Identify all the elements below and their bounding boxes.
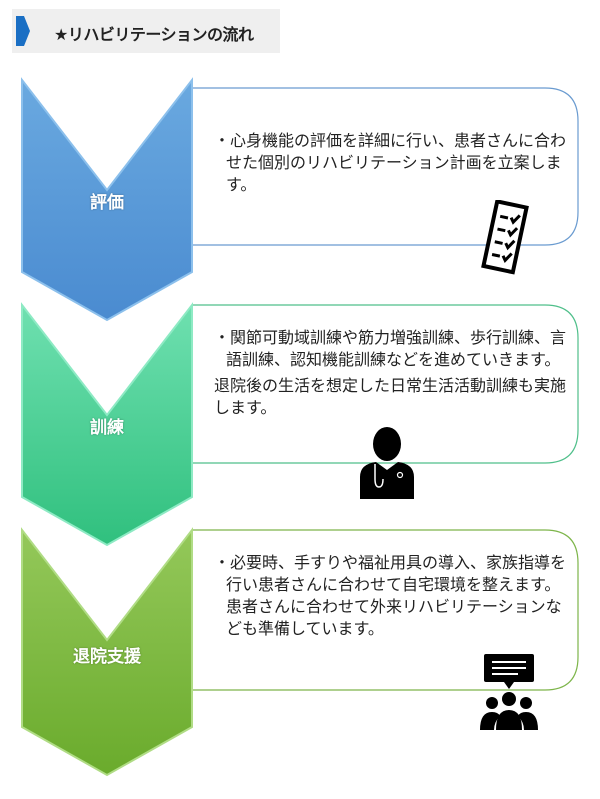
chevron-step-1 [21, 77, 193, 322]
step-description-2: ・関節可動域訓練や筋力増強訓練、歩行訓練、言語訓練、認知機能訓練などを進めていき… [192, 327, 578, 447]
description-text: ・関節可動域訓練や筋力増強訓練、歩行訓練、言語訓練、認知機能訓練などを進めていき… [214, 328, 567, 369]
family-consultation-icon [480, 654, 538, 730]
header-marker-icon [16, 16, 30, 46]
step-label-training: 訓練 [90, 418, 124, 438]
doctor-icon [360, 427, 414, 499]
step-label-discharge-support: 退院支援 [73, 647, 141, 667]
step-description-3: ・必要時、手すりや福祉用具の導入、家族指導を行い患者さんに合わせて自宅環境を整え… [192, 552, 578, 662]
description-text: 退院後の生活を想定した日常生活活動訓練も実施します。 [214, 376, 567, 417]
box-border-1 [192, 87, 579, 246]
box-border-3 [192, 529, 579, 691]
description-text: ・必要時、手すりや福祉用具の導入、家族指導を行い患者さんに合わせて自宅環境を整え… [214, 553, 567, 638]
checklist-icon [481, 200, 529, 275]
box-border-2 [192, 304, 579, 464]
step-description-1: ・心身機能の評価を詳細に行い、患者さんに合わせた個別のリハビリテーション計画を立… [192, 130, 578, 220]
step-label-evaluation: 評価 [90, 193, 124, 213]
page-title: ★リハビリテーションの流れ [54, 25, 254, 44]
section-header: ★リハビリテーションの流れ [12, 9, 280, 53]
description-text: ・心身機能の評価を詳細に行い、患者さんに合わせた個別のリハビリテーション計画を立… [214, 131, 567, 194]
chevron-step-2 [21, 302, 193, 547]
chevron-step-3 [21, 527, 193, 777]
